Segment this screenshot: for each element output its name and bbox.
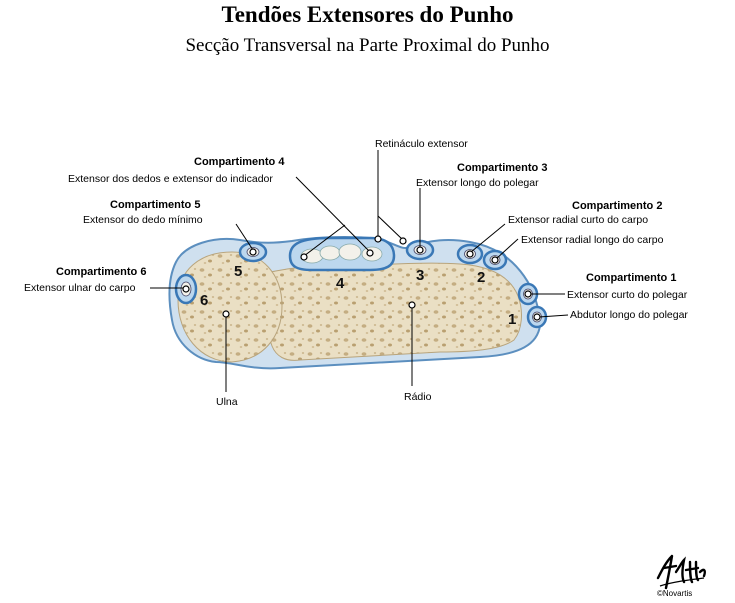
- label-ulna: Ulna: [216, 396, 238, 408]
- leader-lines: [150, 150, 569, 392]
- label-comp3-text: Extensor longo do polegar: [416, 177, 539, 189]
- netter-signature-logo: ©Novartis: [656, 554, 706, 598]
- label-retinaculo: Retináculo extensor: [375, 138, 468, 150]
- label-comp5-text: Extensor do dedo mínimo: [83, 214, 203, 226]
- label-comp1-head: Compartimento 1: [586, 272, 676, 284]
- tendon-4b: [319, 245, 341, 261]
- number-5: 5: [234, 263, 242, 280]
- label-comp4-head: Compartimento 4: [194, 156, 285, 168]
- novartis-credit: ©Novartis: [657, 589, 692, 598]
- number-1: 1: [508, 311, 516, 328]
- diagram-subtitle: Secção Transversal na Parte Proximal do …: [185, 35, 550, 56]
- label-comp5-head: Compartimento 5: [110, 199, 200, 211]
- label-comp6-text: Extensor ulnar do carpo: [24, 282, 136, 294]
- label-comp2-head: Compartimento 2: [572, 200, 662, 212]
- label-comp1-text-a: Extensor curto do polegar: [567, 289, 688, 301]
- label-comp2-text-b: Extensor radial longo do carpo: [521, 234, 664, 246]
- number-4: 4: [336, 275, 345, 292]
- number-2: 2: [477, 269, 485, 286]
- label-comp6-head: Compartimento 6: [56, 266, 146, 278]
- label-radio: Rádio: [404, 391, 432, 403]
- label-comp1-text-b: Abdutor longo do polegar: [570, 309, 688, 321]
- ulna-bone: [177, 251, 283, 363]
- tendon-4c: [338, 243, 362, 261]
- number-6: 6: [200, 292, 208, 309]
- number-3: 3: [416, 267, 424, 284]
- label-comp3-head: Compartimento 3: [457, 162, 547, 174]
- label-comp2-text-a: Extensor radial curto do carpo: [508, 214, 648, 226]
- diagram-title: Tendões Extensores do Punho: [221, 2, 514, 27]
- label-comp4-text: Extensor dos dedos e extensor do indicad…: [68, 173, 273, 185]
